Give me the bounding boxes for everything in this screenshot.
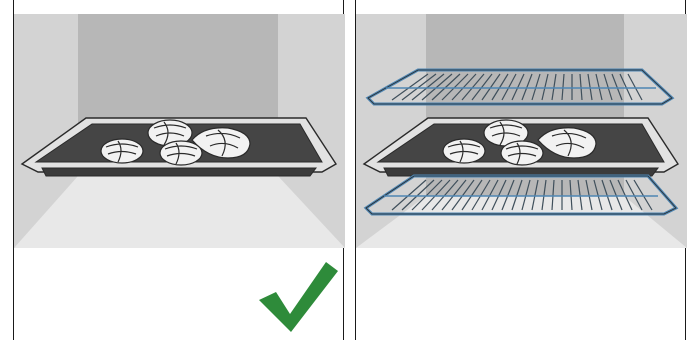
panel-tray-with-racks xyxy=(355,0,686,340)
checkmark-icon xyxy=(259,262,338,332)
pastry xyxy=(101,139,143,163)
oven-illustration-left xyxy=(14,0,345,340)
pastry xyxy=(501,141,543,165)
pastry xyxy=(443,139,485,163)
panel-single-tray xyxy=(13,0,344,340)
oven-illustration-right xyxy=(356,0,687,340)
